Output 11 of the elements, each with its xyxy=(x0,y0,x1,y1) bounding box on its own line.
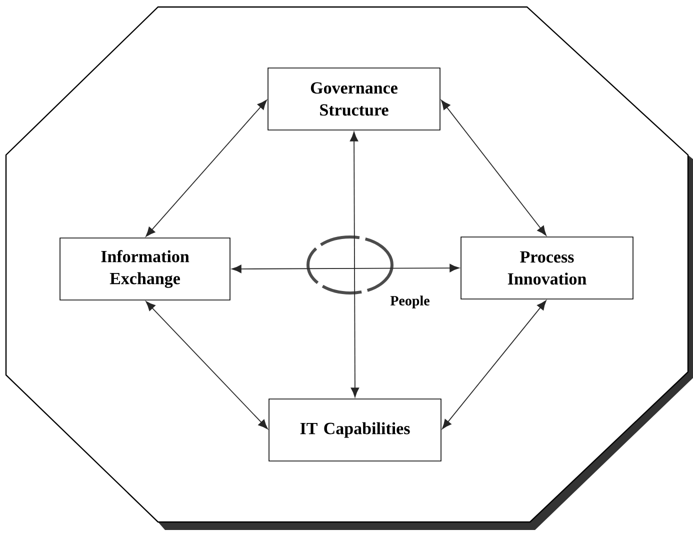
concept-box: Governance Structure xyxy=(268,68,440,130)
double-arrow xyxy=(441,100,546,236)
people-ring-drawing: People xyxy=(306,235,430,308)
double-arrow xyxy=(232,264,460,274)
double-arrow xyxy=(350,132,360,398)
concept-box: IT Capabilities xyxy=(268,398,442,462)
concept-box: Information Exchange xyxy=(60,238,230,300)
double-arrow xyxy=(442,300,546,430)
concept-box: Process Innovation xyxy=(460,236,634,300)
double-arrow xyxy=(146,100,267,237)
double-arrow xyxy=(146,301,268,430)
